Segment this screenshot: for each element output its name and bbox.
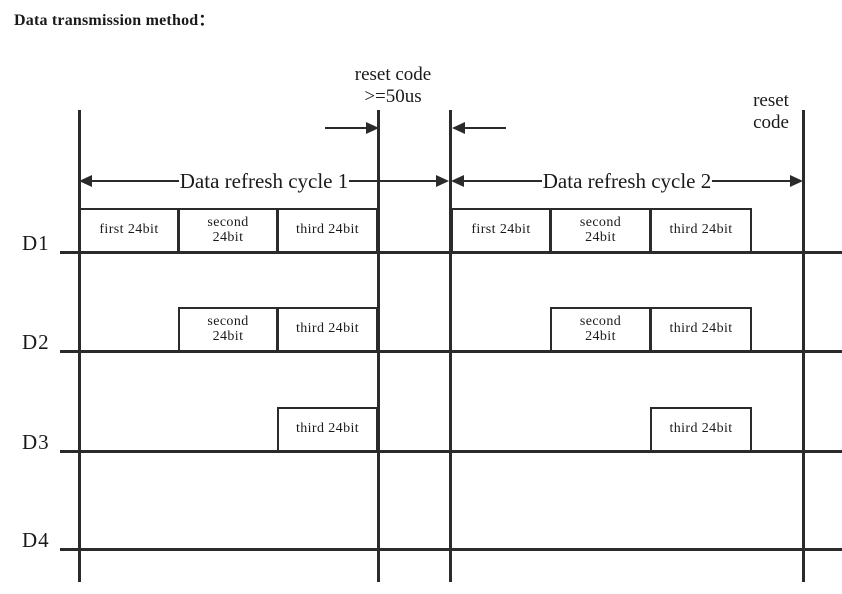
row-label-d2: D2	[22, 330, 50, 354]
reset-code-right-label: reset code	[753, 90, 789, 133]
data-block-d1-third-24bit-cycle2: third 24bit	[650, 208, 752, 253]
cycle-boundary-line-cycle1-end	[377, 110, 380, 582]
row-label-d1: D1	[22, 231, 50, 255]
baseline-d2	[60, 350, 842, 353]
row-label-d4: D4	[22, 528, 50, 552]
data-block-d2-third-24bit: third 24bit	[277, 307, 378, 352]
cycle-boundary-line-start	[78, 110, 81, 582]
data-block-d1-second-24bit-cycle2: second 24bit	[550, 208, 651, 253]
baseline-d3	[60, 450, 842, 453]
data-block-d1-third-24bit: third 24bit	[277, 208, 378, 253]
dimension-data-refresh-cycle-2: Data refresh cycle 2	[451, 168, 804, 194]
data-block-d1-first-24bit-cycle2: first 24bit	[451, 208, 551, 253]
data-block-d2-second-24bit-cycle2: second 24bit	[550, 307, 651, 352]
data-block-d2-third-24bit-cycle2: third 24bit	[650, 307, 752, 352]
reset-code-middle-label: reset code >=50us	[354, 64, 432, 107]
data-block-d3-third-24bit-cycle2: third 24bit	[650, 407, 752, 452]
dimension-data-refresh-cycle-1: Data refresh cycle 1	[79, 168, 450, 194]
page-title: Data transmission method：	[14, 12, 215, 29]
data-block-d1-first-24bit: first 24bit	[79, 208, 179, 253]
reset-gap-arrow-left	[325, 121, 379, 135]
cycle-boundary-line-cycle2-start	[449, 110, 452, 582]
data-block-d2-second-24bit: second 24bit	[178, 307, 278, 352]
dimension-label: Data refresh cycle 1	[179, 168, 349, 193]
reset-gap-arrow-right	[452, 121, 506, 135]
data-block-d1-second-24bit: second 24bit	[178, 208, 278, 253]
data-block-d3-third-24bit: third 24bit	[277, 407, 378, 452]
cycle-boundary-line-cycle2-end	[802, 110, 805, 582]
row-label-d3: D3	[22, 430, 50, 454]
baseline-d4	[60, 548, 842, 551]
dimension-label: Data refresh cycle 2	[542, 168, 712, 193]
